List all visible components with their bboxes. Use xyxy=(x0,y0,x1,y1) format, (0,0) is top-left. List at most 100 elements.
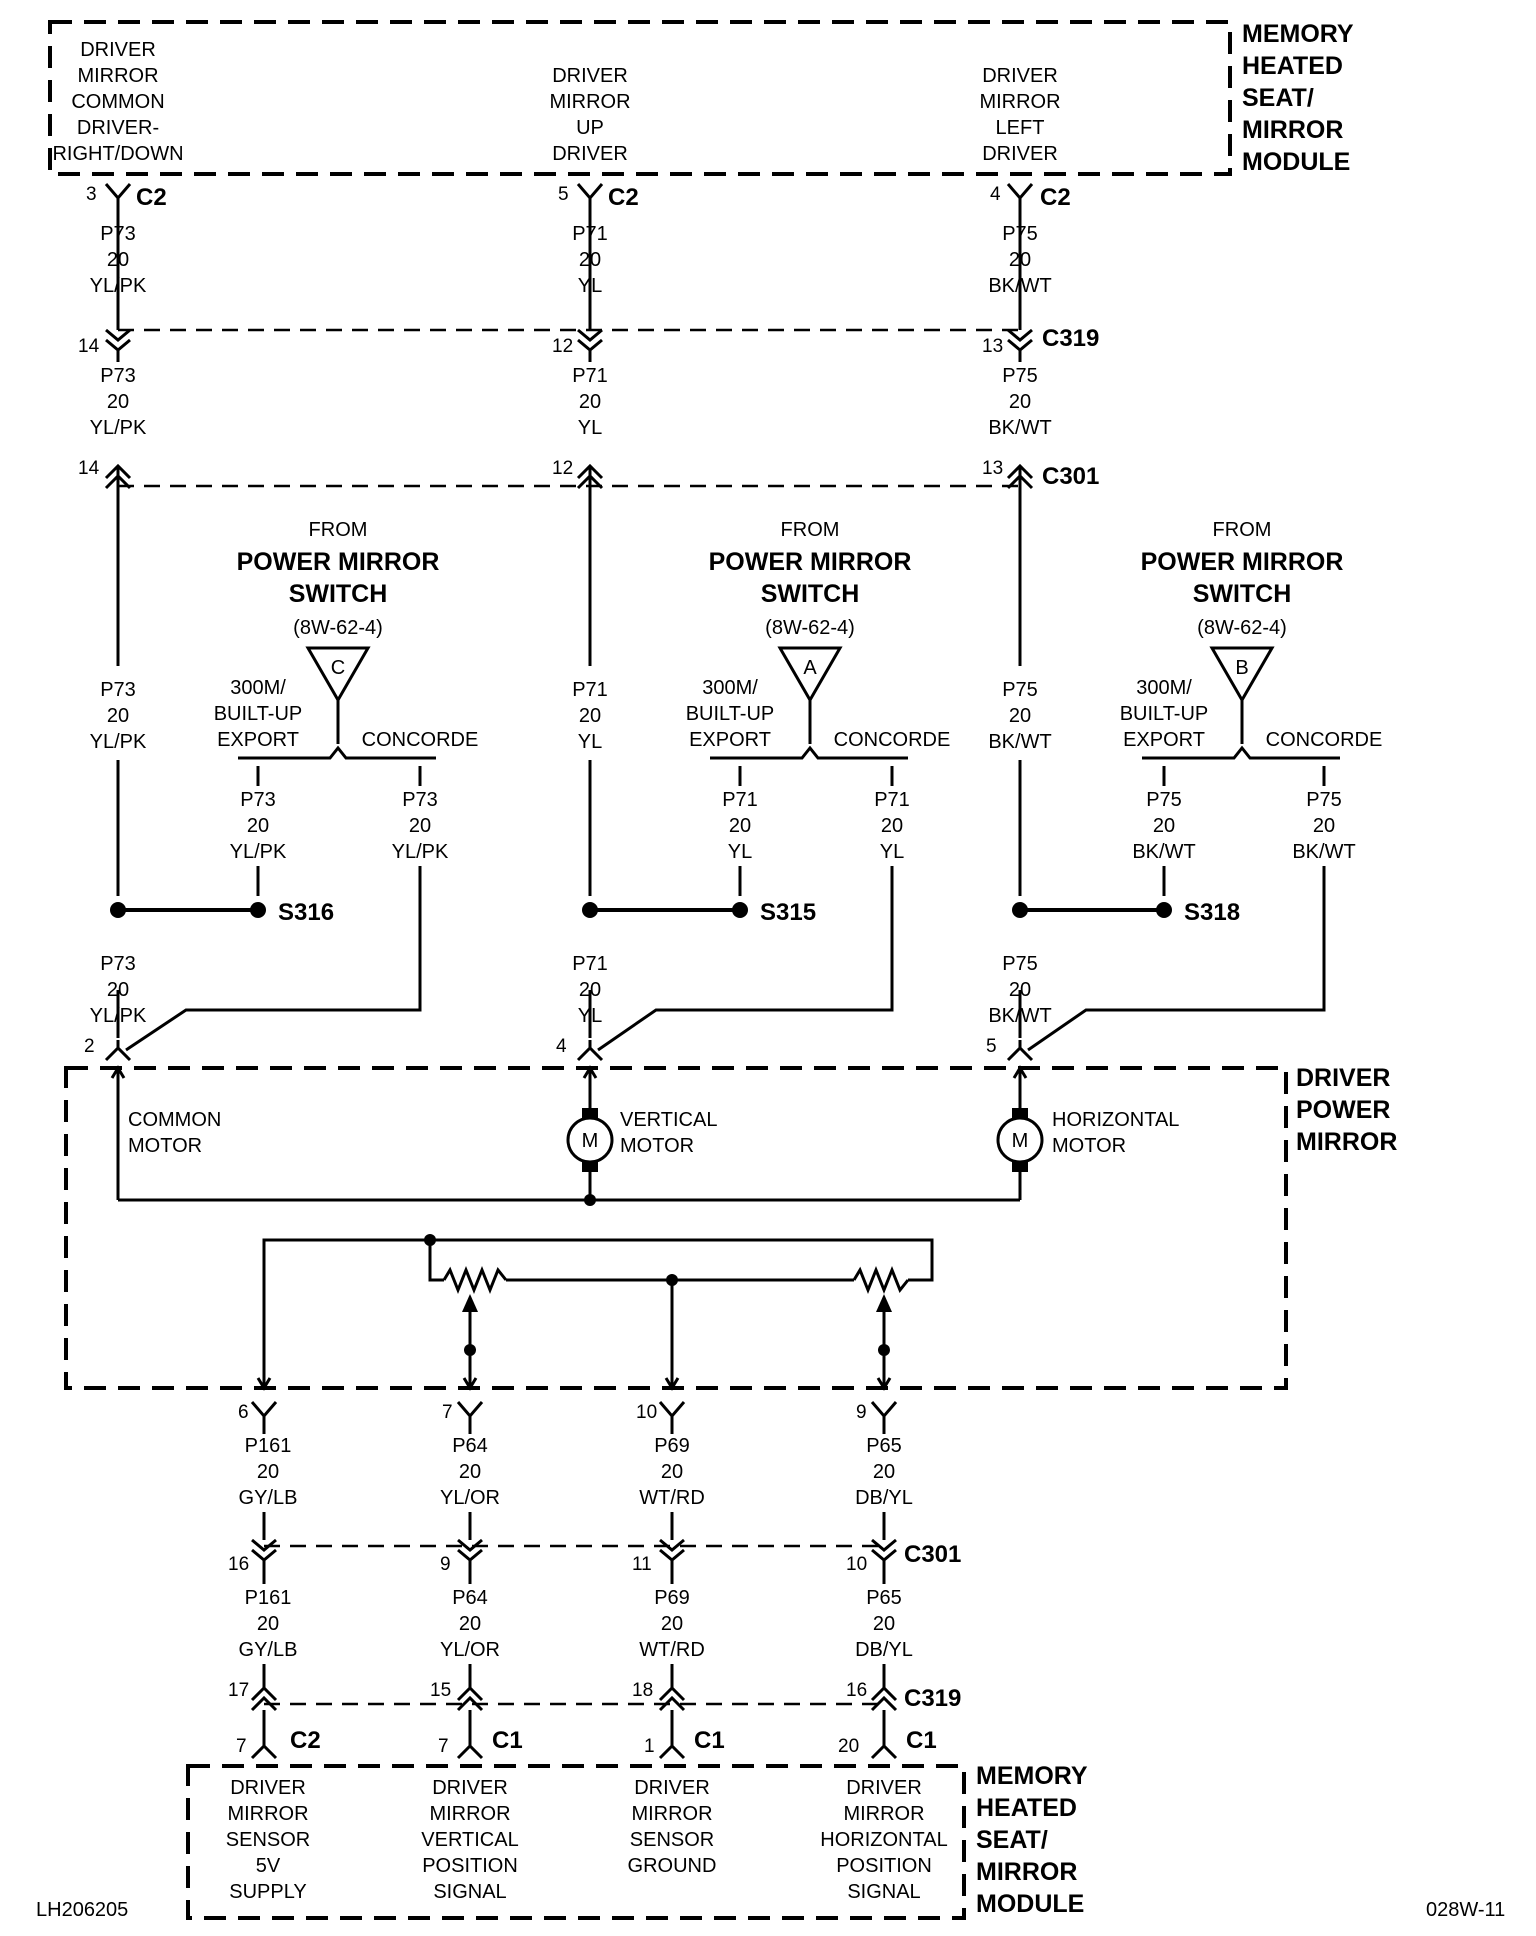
bottom-module-pin-symbols xyxy=(250,1732,898,1760)
svg-text:SENSOR: SENSOR xyxy=(226,1829,310,1851)
svg-text:M: M xyxy=(582,1130,599,1152)
svg-text:YL/OR: YL/OR xyxy=(440,1487,500,1509)
svg-text:EXPORT: EXPORT xyxy=(689,729,771,751)
svg-text:SEAT/: SEAT/ xyxy=(1242,84,1314,112)
svg-text:300M/: 300M/ xyxy=(1136,677,1192,699)
c301-bottom-pins: 16 9 11 10 C301 xyxy=(228,1541,961,1575)
svg-text:17: 17 xyxy=(228,1680,249,1701)
svg-text:FROM: FROM xyxy=(309,519,368,541)
svg-text:SIGNAL: SIGNAL xyxy=(847,1881,920,1903)
vertical-motor: M xyxy=(566,1108,614,1172)
svg-text:20: 20 xyxy=(257,1461,279,1483)
svg-text:SWITCH: SWITCH xyxy=(1193,580,1292,608)
svg-text:20: 20 xyxy=(409,815,431,837)
switch-ref-a: FROM POWER MIRROR SWITCH (8W-62-4) A xyxy=(709,519,911,704)
svg-text:P69: P69 xyxy=(654,1587,690,1609)
svg-text:MIRROR: MIRROR xyxy=(227,1803,308,1825)
svg-text:P75: P75 xyxy=(1002,365,1038,387)
svg-text:P75: P75 xyxy=(1146,789,1182,811)
svg-text:BUILT-UP: BUILT-UP xyxy=(214,703,303,725)
svg-text:P75: P75 xyxy=(1002,679,1038,701)
svg-text:C: C xyxy=(331,657,345,679)
svg-text:DRIVER-: DRIVER- xyxy=(77,117,159,139)
svg-text:YL/PK: YL/PK xyxy=(392,841,449,863)
svg-text:P65: P65 xyxy=(866,1587,902,1609)
svg-text:P73: P73 xyxy=(402,789,438,811)
svg-text:1: 1 xyxy=(644,1736,655,1757)
svg-text:20: 20 xyxy=(661,1613,683,1635)
svg-text:(8W-62-4): (8W-62-4) xyxy=(1197,617,1287,639)
svg-text:P69: P69 xyxy=(654,1435,690,1457)
svg-text:P71: P71 xyxy=(572,953,608,975)
svg-text:7: 7 xyxy=(236,1736,247,1757)
svg-text:BUILT-UP: BUILT-UP xyxy=(1120,703,1209,725)
svg-text:DRIVER: DRIVER xyxy=(432,1777,508,1799)
svg-text:DB/YL: DB/YL xyxy=(855,1639,913,1661)
svg-text:C319: C319 xyxy=(904,1685,961,1712)
svg-text:S316: S316 xyxy=(278,899,334,926)
svg-text:DRIVER: DRIVER xyxy=(230,1777,306,1799)
mirror-connector-pins: 2 4 5 xyxy=(84,1036,997,1057)
svg-text:A: A xyxy=(803,657,817,679)
svg-text:BK/WT: BK/WT xyxy=(988,1005,1051,1027)
svg-text:20: 20 xyxy=(838,1736,859,1757)
sensor-arrows xyxy=(256,1377,892,1391)
svg-text:UP: UP xyxy=(576,117,604,139)
svg-text:CONCORDE: CONCORDE xyxy=(1266,729,1383,751)
svg-text:20: 20 xyxy=(1009,705,1031,727)
svg-text:P73: P73 xyxy=(100,365,136,387)
svg-text:BUILT-UP: BUILT-UP xyxy=(686,703,775,725)
svg-text:20: 20 xyxy=(1009,391,1031,413)
svg-text:20: 20 xyxy=(107,979,129,1001)
svg-text:MIRROR: MIRROR xyxy=(429,1803,510,1825)
svg-text:P71: P71 xyxy=(874,789,910,811)
svg-text:FROM: FROM xyxy=(781,519,840,541)
svg-text:COMMON: COMMON xyxy=(71,91,164,113)
svg-text:4: 4 xyxy=(990,184,1001,205)
svg-text:14: 14 xyxy=(78,336,100,357)
svg-text:YL: YL xyxy=(578,1005,602,1027)
svg-text:EXPORT: EXPORT xyxy=(1123,729,1205,751)
svg-text:YL: YL xyxy=(578,417,602,439)
svg-text:S318: S318 xyxy=(1184,899,1240,926)
svg-text:20: 20 xyxy=(257,1613,279,1635)
wire-labels-upper: P73 20 YL/PK P71 20 YL P75 20 BK/WT xyxy=(90,223,1052,297)
svg-text:MIRROR: MIRROR xyxy=(1242,116,1343,144)
svg-text:14: 14 xyxy=(78,458,100,479)
svg-text:6: 6 xyxy=(238,1402,249,1423)
svg-text:12: 12 xyxy=(552,336,573,357)
sensor-vertical-wires xyxy=(262,1428,886,1732)
sensor-wire-labels-lower: P161 20 GY/LB P64 20 YL/OR P69 20 WT/RD … xyxy=(239,1587,913,1661)
svg-text:P73: P73 xyxy=(100,679,136,701)
svg-text:DRIVER: DRIVER xyxy=(552,143,628,165)
wire-labels-switch-level: P73 20 YL/PK P71 20 YL P75 20 BK/WT P73 … xyxy=(90,679,1356,863)
svg-text:20: 20 xyxy=(729,815,751,837)
svg-text:3: 3 xyxy=(86,184,97,205)
bottom-module-title: MEMORY HEATED SEAT/ MIRROR MODULE xyxy=(976,1762,1088,1918)
svg-text:YL: YL xyxy=(728,841,752,863)
svg-text:300M/: 300M/ xyxy=(230,677,286,699)
svg-text:BK/WT: BK/WT xyxy=(988,731,1051,753)
svg-text:B: B xyxy=(1235,657,1248,679)
c301-top-pins: 14 12 13 C301 xyxy=(78,458,1099,490)
svg-text:C319: C319 xyxy=(1042,325,1099,352)
svg-text:5: 5 xyxy=(558,184,569,205)
svg-text:20: 20 xyxy=(579,979,601,1001)
svg-text:MIRROR: MIRROR xyxy=(549,91,630,113)
sensor-wire-labels-upper: P161 20 GY/LB P64 20 YL/OR P69 20 WT/RD … xyxy=(239,1435,913,1509)
svg-text:YL/PK: YL/PK xyxy=(230,841,287,863)
svg-text:20: 20 xyxy=(107,391,129,413)
svg-text:20: 20 xyxy=(1153,815,1175,837)
switch-ref-c: FROM POWER MIRROR SWITCH (8W-62-4) C xyxy=(237,519,439,704)
svg-text:P71: P71 xyxy=(722,789,758,811)
svg-text:11: 11 xyxy=(632,1554,652,1575)
svg-text:MOTOR: MOTOR xyxy=(1052,1135,1126,1157)
svg-text:16: 16 xyxy=(846,1680,867,1701)
svg-text:DRIVER: DRIVER xyxy=(634,1777,710,1799)
svg-text:M: M xyxy=(1012,1130,1029,1152)
svg-text:20: 20 xyxy=(661,1461,683,1483)
mirror-title: DRIVER POWER MIRROR xyxy=(1296,1064,1397,1156)
svg-text:7: 7 xyxy=(442,1402,453,1423)
svg-text:(8W-62-4): (8W-62-4) xyxy=(293,617,383,639)
